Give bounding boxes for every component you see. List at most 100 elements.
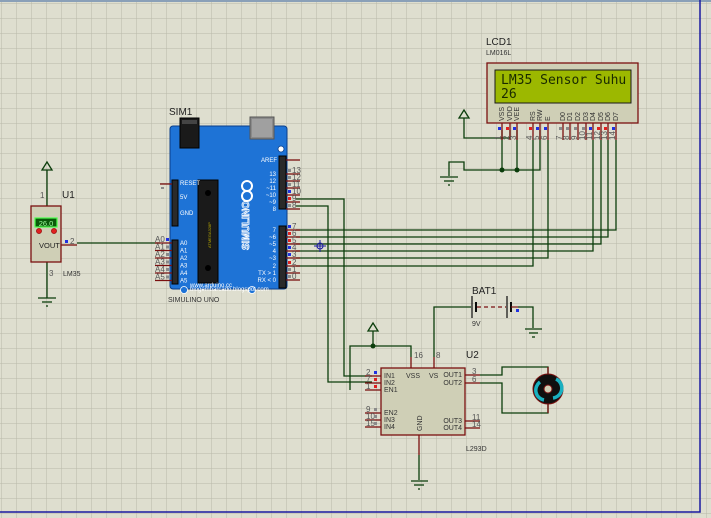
analog-pin-outer-label[interactable]: A1 (155, 243, 165, 252)
analog-pin-outer-label[interactable]: A2 (155, 250, 165, 259)
blog-label: blogembarcado.blogspot.com (190, 287, 269, 293)
digital-pin-number[interactable]: 5 (292, 236, 297, 245)
lcd-pin-name: VEE (514, 107, 521, 121)
digital-pin-number[interactable]: 3 (292, 250, 297, 259)
digital-pin-label: ~3 (269, 256, 277, 262)
wire-bat-gnd[interactable] (518, 306, 534, 328)
l293-pin-number[interactable]: 7 (366, 375, 371, 384)
lcd-pin-number[interactable]: 13 (600, 131, 609, 140)
power-label-gnd: GND (180, 211, 194, 217)
ground-l293[interactable] (411, 480, 428, 490)
pin-state-indicator (612, 127, 615, 130)
l293-pin-number[interactable]: 9 (366, 405, 371, 414)
wire-lcd-gnd[interactable] (448, 130, 541, 176)
ground-battery[interactable] (525, 328, 542, 338)
increase-temp-button[interactable] (51, 228, 57, 234)
pin-state-indicator (288, 190, 291, 193)
digital-pin-number[interactable]: 2 (292, 258, 297, 267)
arduino-logo-icon (241, 190, 253, 202)
analog-pin-label: A2 (180, 256, 188, 262)
lcd-pin-number[interactable]: 10 (578, 131, 587, 140)
digital-pin-number[interactable]: 11 (292, 180, 301, 189)
lcd-pin-number[interactable]: 2 (502, 135, 511, 140)
lcd-pin-number[interactable]: 7 (555, 135, 564, 140)
l293-pin-number[interactable]: 15 (366, 419, 375, 428)
lcd-pin-number[interactable]: 8 (562, 135, 571, 140)
digital-pin-number[interactable]: 13 (292, 166, 301, 175)
digital-pin-number[interactable]: 1 (292, 265, 297, 274)
digital-pin-number[interactable]: 10 (292, 187, 301, 196)
digital-pin-number[interactable]: 9 (292, 194, 297, 203)
temperature-display (34, 217, 58, 228)
lcd-pin-number[interactable]: 6 (540, 135, 549, 140)
digital-pin-number[interactable]: 4 (292, 243, 297, 252)
component-part: SIMULINO UNO (168, 297, 220, 304)
pin-state-indicator (288, 253, 291, 256)
arduino-board[interactable]: SIM1 ATMEGA328P SIMULINO RESET 5V GND A0… (155, 107, 301, 304)
lcd-pin-number[interactable]: 4 (525, 135, 534, 140)
analog-pin-outer-label[interactable]: A4 (155, 265, 165, 274)
lcd-pins: VSS1VDD2VEE3RS4RW5E6D07D18D29D310D411D51… (494, 106, 620, 140)
pin-state-indicator (566, 127, 569, 130)
battery-value: 9V (472, 321, 481, 328)
pin-number: 3 (49, 269, 54, 278)
l293-pin-number[interactable]: 3 (472, 367, 477, 376)
wire-pin10-in1[interactable] (296, 198, 372, 377)
pin-state-indicator (65, 240, 68, 243)
digital-pin-number[interactable]: 8 (292, 201, 297, 210)
analog-pin-outer-label[interactable]: A0 (155, 235, 165, 244)
lcd-pin-number[interactable]: 12 (593, 131, 602, 140)
l293-pin-number[interactable]: 11 (472, 413, 481, 422)
digital-pin-number[interactable]: 0 (292, 272, 297, 281)
dc-motor[interactable] (532, 367, 564, 413)
lcd-pin-number[interactable]: 3 (509, 135, 518, 140)
pin-state-indicator (544, 127, 547, 130)
ground-lcd[interactable] (440, 176, 458, 186)
lcd-line-1: LM35 Sensor Suhu (501, 73, 626, 88)
l293-pin-number[interactable]: 6 (472, 375, 477, 384)
l293-pin-number[interactable]: 10 (366, 412, 375, 421)
l293d-body (380, 367, 466, 436)
lcd-pin-number[interactable]: 9 (570, 135, 579, 140)
wire-d7[interactable] (296, 140, 617, 231)
power-terminal-l293[interactable] (366, 321, 380, 335)
wire-d5[interactable] (296, 140, 602, 245)
pin-state-indicator (582, 127, 585, 130)
l293-pin-number[interactable]: 14 (472, 420, 481, 429)
wire-e[interactable] (296, 140, 549, 259)
lm35-sensor[interactable]: 26.0 VOUT 2 1 3 U1 LM35 (30, 190, 81, 278)
l293-pin-number[interactable]: 2 (366, 368, 371, 377)
wire-en1-vss[interactable] (349, 345, 412, 390)
digital-pin-number[interactable]: 6 (292, 229, 297, 238)
ground-lm35[interactable] (38, 297, 56, 307)
power-terminal-lcd[interactable] (457, 108, 471, 119)
pin-state-indicator (166, 238, 169, 241)
wire-d4[interactable] (296, 140, 594, 252)
wire-d6[interactable] (296, 140, 609, 238)
battery[interactable]: BAT1 9V (471, 286, 519, 328)
lcd-display[interactable]: LCD1 LM016L LM35 Sensor Suhu 26 VSS1VDD2… (486, 37, 639, 140)
digital-pin-label: ~10 (266, 193, 277, 199)
lcd-pin-number[interactable]: 1 (494, 135, 503, 140)
power-terminal-lm35[interactable] (40, 160, 54, 171)
analog-pin-outer-label[interactable]: A5 (155, 273, 165, 282)
pin-state-indicator (536, 127, 539, 130)
lcd-pin-number[interactable]: 5 (532, 135, 541, 140)
pin-state-indicator (498, 127, 501, 130)
digital-pin-label: 4 (273, 249, 277, 255)
digital-pin-number[interactable]: 7 (292, 222, 297, 231)
analog-pin-outer-label[interactable]: A3 (155, 258, 165, 267)
wire-bat-vs[interactable] (433, 306, 471, 357)
pin-state-indicator (604, 127, 607, 130)
digital-pin-number[interactable]: 12 (292, 173, 301, 182)
wire-rs[interactable] (296, 140, 534, 267)
l293-pin-number[interactable]: 1 (366, 382, 371, 391)
l293-pin-name: OUT2 (443, 380, 462, 387)
lcd-pin-number[interactable]: 11 (585, 131, 594, 140)
lcd-pin-number[interactable]: 14 (608, 131, 617, 140)
pin-state-indicator (161, 187, 164, 189)
decrease-temp-button[interactable] (36, 228, 42, 234)
